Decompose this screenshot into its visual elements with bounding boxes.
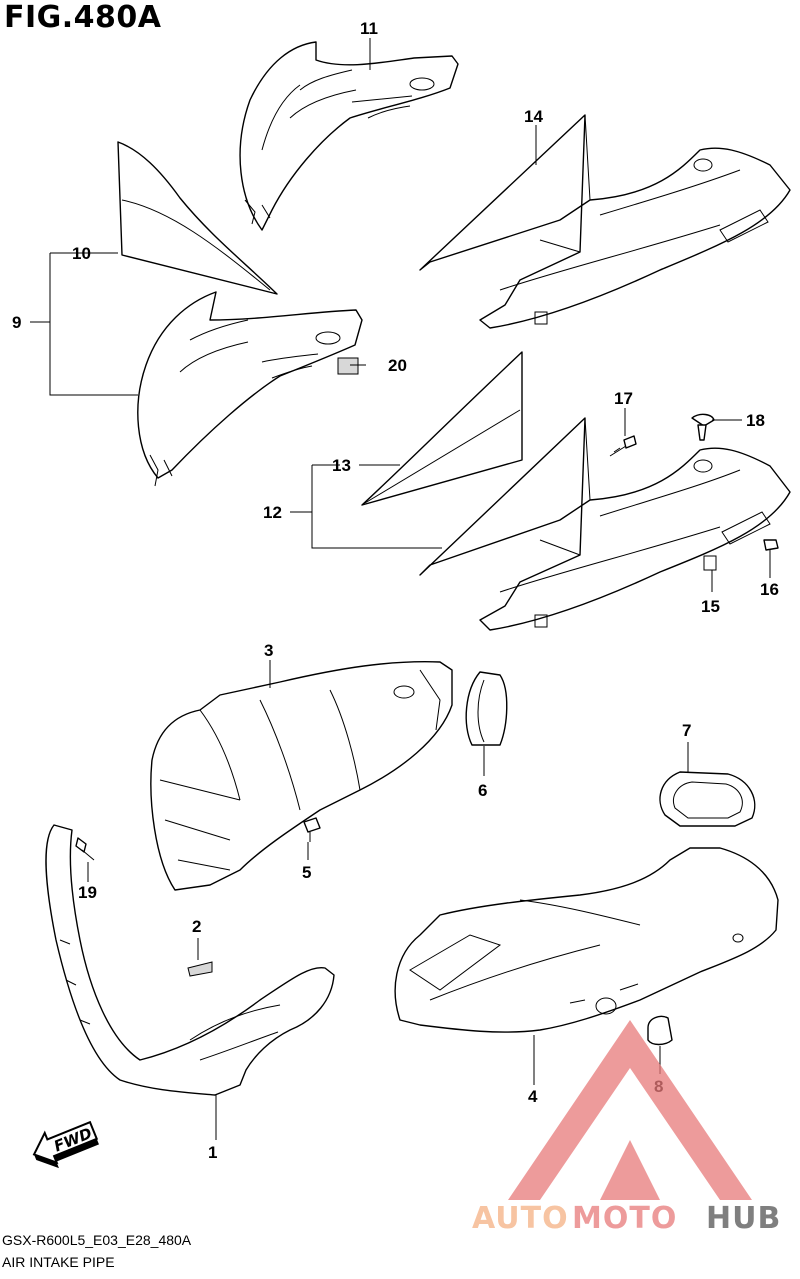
part-19-screw [75,837,95,861]
callout-11: 11 [360,19,378,38]
watermark-logo: AUTO MOTO HUB [472,1020,781,1236]
figure-title: FIG.480A [4,0,162,35]
part-9-panel-assembly [137,291,363,487]
part-6-seal [465,671,508,746]
callout-13: 13 [332,456,351,475]
callout-14: 14 [524,107,543,126]
callout-12: 12 [263,503,282,522]
callout-3: 3 [264,641,273,660]
part-1-lower-panel [45,824,335,1096]
part-16-clip [763,539,779,560]
part-8-grommet [647,1015,673,1046]
part-10-triangle-panel [117,141,278,295]
watermark-auto: AUTO [472,1201,569,1236]
callout-1: 1 [208,1143,217,1162]
part-4-air-duct [394,847,779,1033]
part-5-clip [303,817,321,842]
model-code: GSX-R600L5_E03_E28_480A [2,1232,192,1248]
callout-18: 18 [746,411,765,430]
watermark-hub: HUB [706,1201,781,1236]
callout-7: 7 [682,721,691,740]
part-3-air-duct [150,661,453,891]
callout-10: 10 [72,244,91,263]
callout-19: 19 [78,883,97,902]
callout-5: 5 [302,863,311,882]
callout-labels: 1 2 3 4 5 6 7 8 9 10 11 12 13 14 15 16 1… [12,19,779,1162]
part-11-inner-panel [239,41,459,231]
fwd-arrow-icon: FWD [32,1120,99,1169]
callout-15: 15 [701,597,720,616]
callout-6: 6 [478,781,487,800]
part-7-seal-ring [659,771,756,827]
watermark-triangle-icon [508,1020,752,1200]
part-12-side-cover [419,417,791,631]
part-14-side-cover [419,114,791,329]
part-18-clip [691,413,715,441]
watermark-moto: MOTO [572,1201,677,1236]
callout-2: 2 [192,917,201,936]
part-13-triangle-panel [361,351,523,506]
part-2-pad [187,961,213,977]
callout-4: 4 [528,1087,538,1106]
callout-9: 9 [12,313,21,332]
callout-20: 20 [388,356,407,375]
section-name: AIR INTAKE PIPE [2,1254,115,1270]
callout-16: 16 [760,580,779,599]
part-17-screw [609,435,637,457]
callout-17: 17 [614,389,633,408]
